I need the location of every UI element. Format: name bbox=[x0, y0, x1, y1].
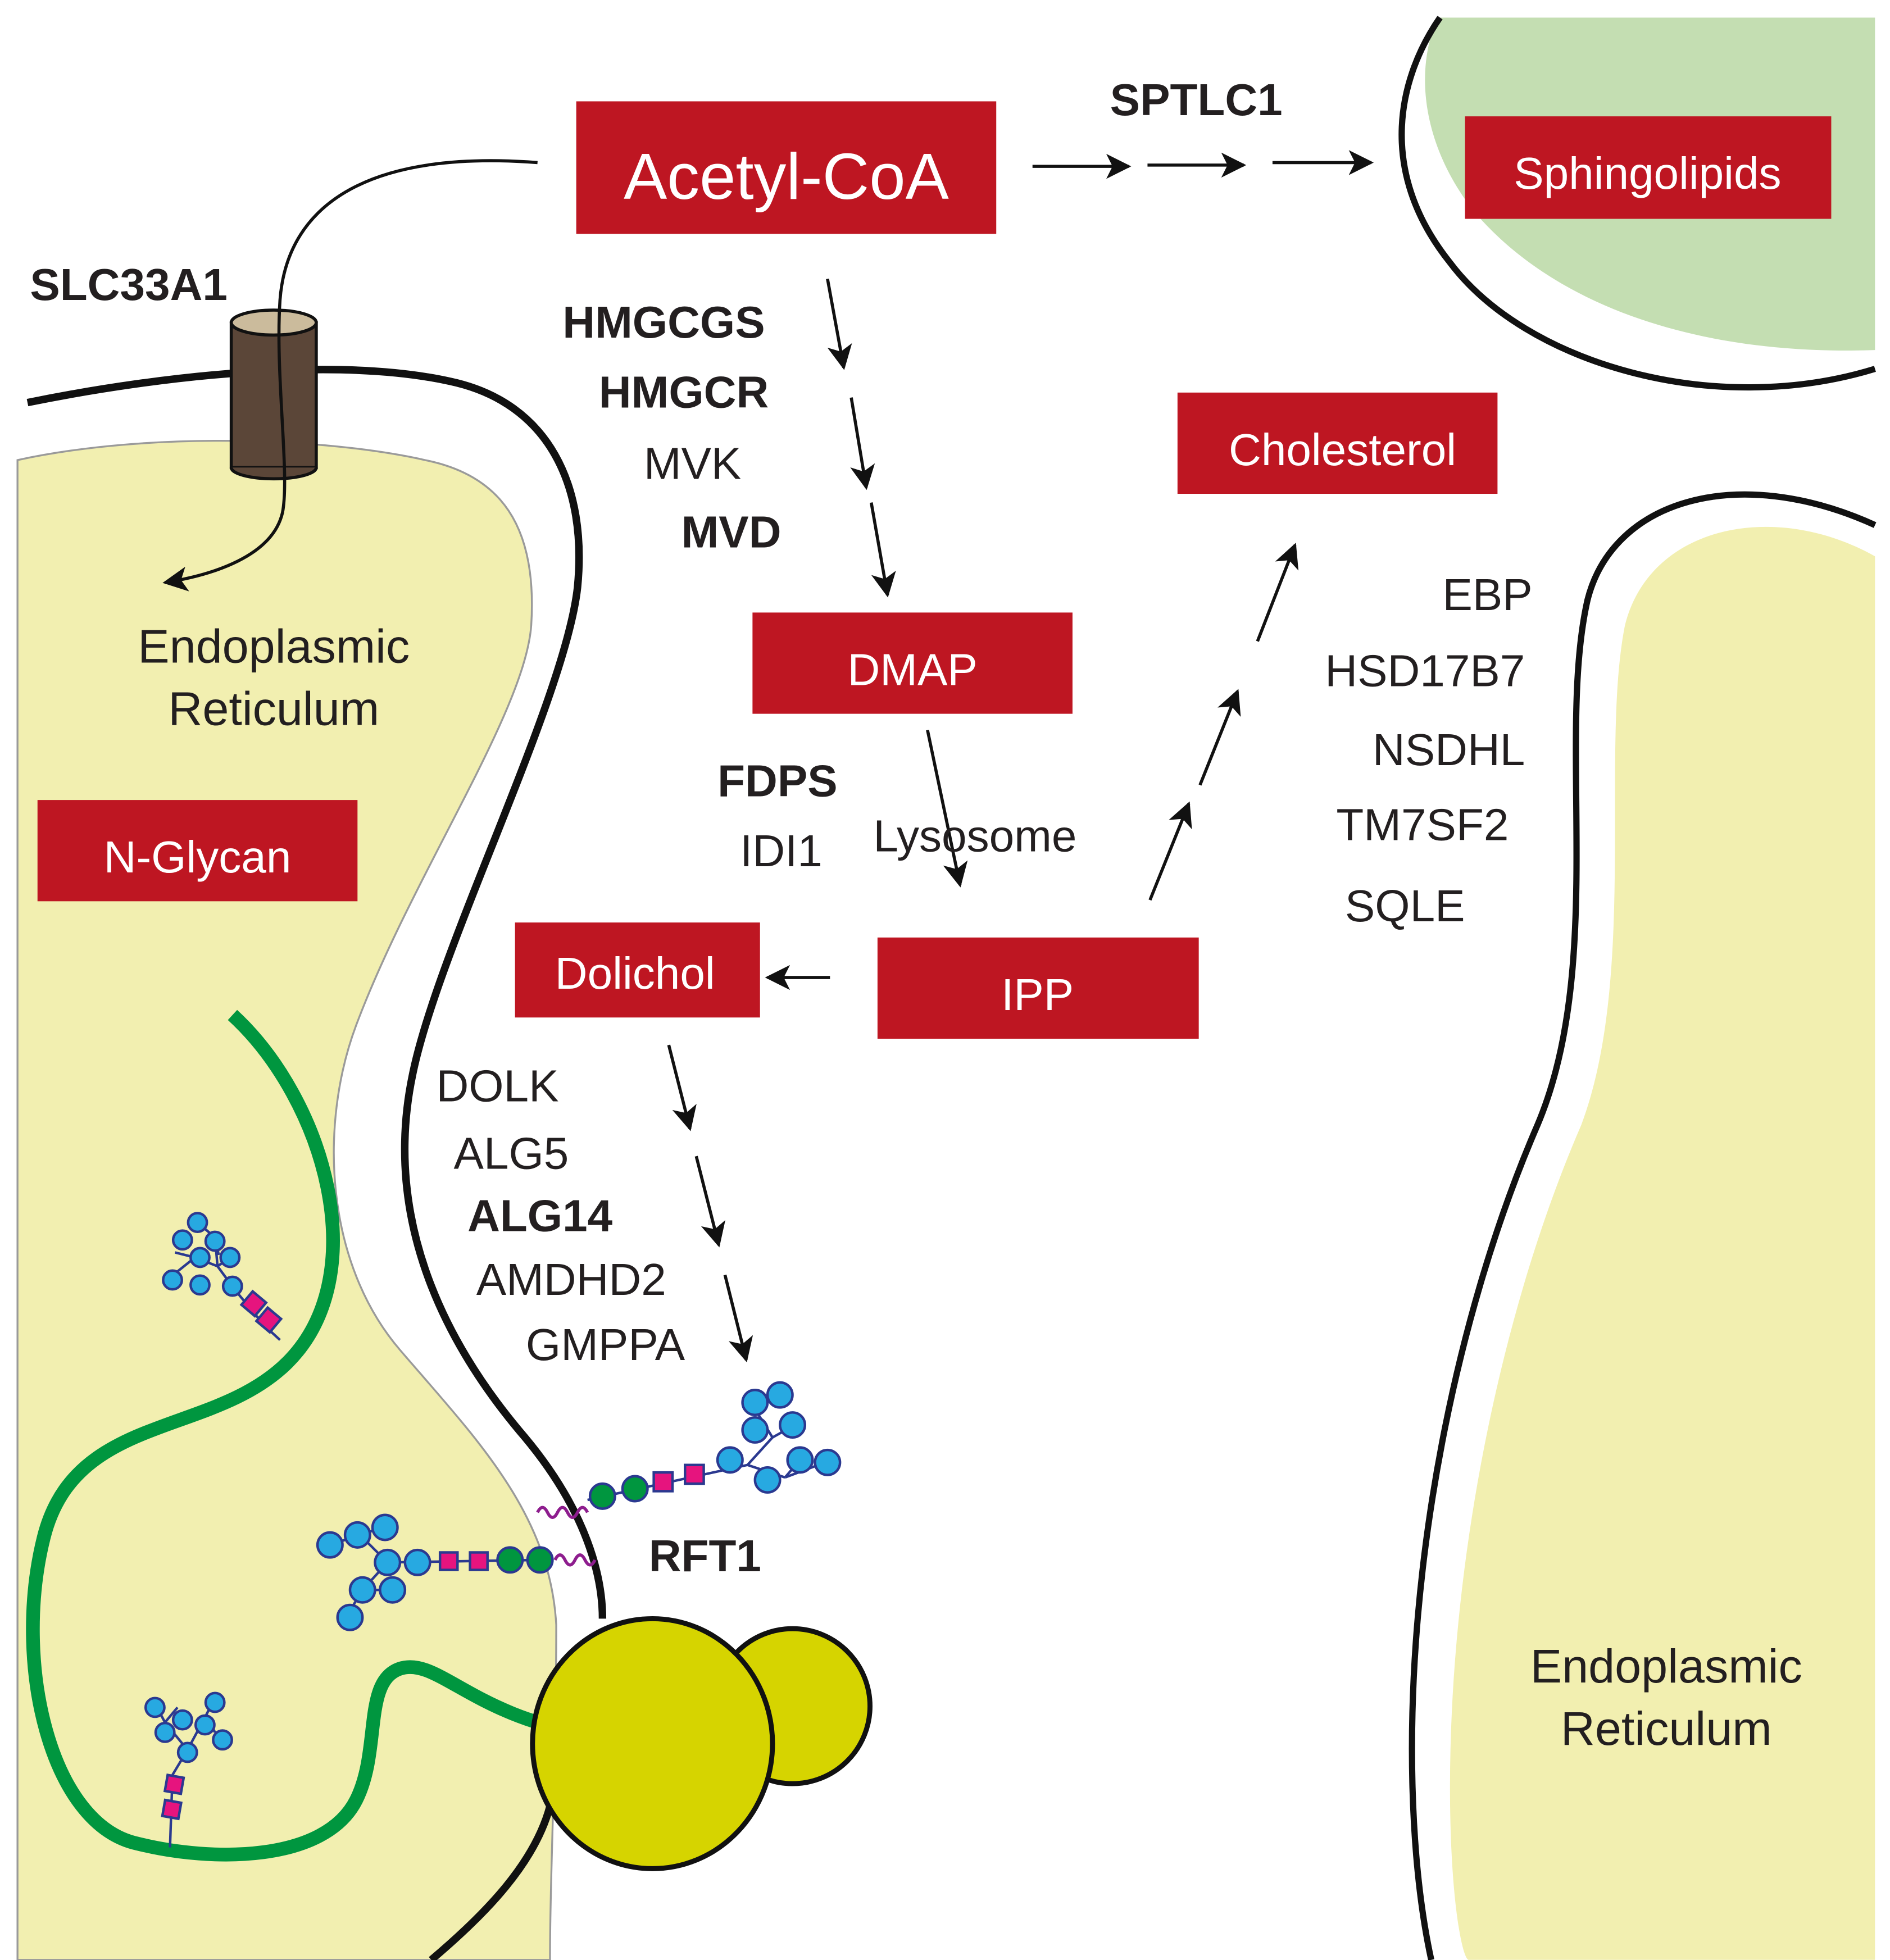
region-lysosome: Lysosome bbox=[873, 810, 1076, 861]
svg-text:Sphingolipids: Sphingolipids bbox=[1514, 148, 1781, 198]
svg-text:N-Glycan: N-Glycan bbox=[104, 831, 292, 882]
gene-hsd17b7: HSD17B7 bbox=[1325, 645, 1525, 696]
gene-alg5: ALG5 bbox=[454, 1127, 569, 1178]
svg-text:Acetyl-CoA: Acetyl-CoA bbox=[624, 140, 949, 213]
gene-hmgcr: HMGCR bbox=[599, 367, 769, 417]
rft1-flippase-icon bbox=[530, 1616, 873, 1871]
slc33a1-transporter-icon bbox=[229, 308, 318, 481]
gene-ebp: EBP bbox=[1442, 569, 1532, 620]
region-er-right-line2: Reticulum bbox=[1561, 1702, 1772, 1755]
gene-fdps: FDPS bbox=[717, 755, 838, 806]
svg-text:DMAP: DMAP bbox=[847, 644, 977, 694]
region-er-left-line1: Endoplasmic bbox=[138, 619, 410, 672]
golgi-membrane bbox=[1398, 16, 1876, 391]
glycan-tree-icon bbox=[536, 1381, 842, 1519]
right-er-membrane bbox=[1409, 491, 1877, 1960]
metabolite-dmap: DMAP bbox=[752, 612, 1073, 714]
gene-sptlc1: SPTLC1 bbox=[1110, 74, 1283, 125]
acetyl-coa-import-arrow bbox=[162, 159, 538, 592]
gene-tm7sf2: TM7SF2 bbox=[1336, 799, 1509, 849]
metabolite-ipp: IPP bbox=[877, 937, 1199, 1039]
region-er-left-line2: Reticulum bbox=[168, 682, 379, 735]
gene-gmppa: GMPPA bbox=[526, 1319, 685, 1370]
pathway-arrows bbox=[667, 150, 1374, 1363]
gene-slc33a1: SLC33A1 bbox=[30, 259, 228, 310]
nascent-protein-chain bbox=[26, 1009, 595, 1862]
gene-nsdhl: NSDHL bbox=[1373, 724, 1525, 775]
metabolite-acetyl-coa: Acetyl-CoA bbox=[576, 101, 997, 234]
glycan-tree-icon bbox=[162, 1212, 283, 1341]
gene-rft1: RFT1 bbox=[649, 1530, 761, 1581]
glycan-tree-icon bbox=[316, 1513, 597, 1631]
right-er-lumen bbox=[1450, 526, 1875, 1960]
svg-text:IPP: IPP bbox=[1001, 969, 1074, 1020]
left-membrane bbox=[26, 366, 607, 1619]
metabolite-sphingolipids: Sphingolipids bbox=[1465, 116, 1832, 219]
metabolite-cholesterol: Cholesterol bbox=[1177, 392, 1498, 494]
gene-sqle: SQLE bbox=[1345, 880, 1465, 931]
region-er-right-line1: Endoplasmic bbox=[1530, 1639, 1802, 1693]
gene-alg14: ALG14 bbox=[467, 1190, 613, 1241]
glycan-tree-icon bbox=[144, 1691, 233, 1848]
gene-hmgcgs: HMGCGS bbox=[562, 297, 765, 347]
svg-text:Cholesterol: Cholesterol bbox=[1229, 424, 1456, 475]
metabolite-n-glycan: N-Glycan bbox=[37, 800, 358, 902]
gene-mvd: MVD bbox=[682, 507, 782, 557]
gene-mvk: MVK bbox=[644, 438, 742, 488]
left-membrane-lower bbox=[429, 1805, 554, 1960]
gene-amdhd2: AMDHD2 bbox=[476, 1254, 666, 1304]
gene-dolk: DOLK bbox=[436, 1060, 558, 1111]
gene-idi1: IDI1 bbox=[740, 825, 823, 876]
metabolite-dolichol: Dolichol bbox=[515, 922, 760, 1018]
svg-text:Dolichol: Dolichol bbox=[555, 948, 715, 998]
